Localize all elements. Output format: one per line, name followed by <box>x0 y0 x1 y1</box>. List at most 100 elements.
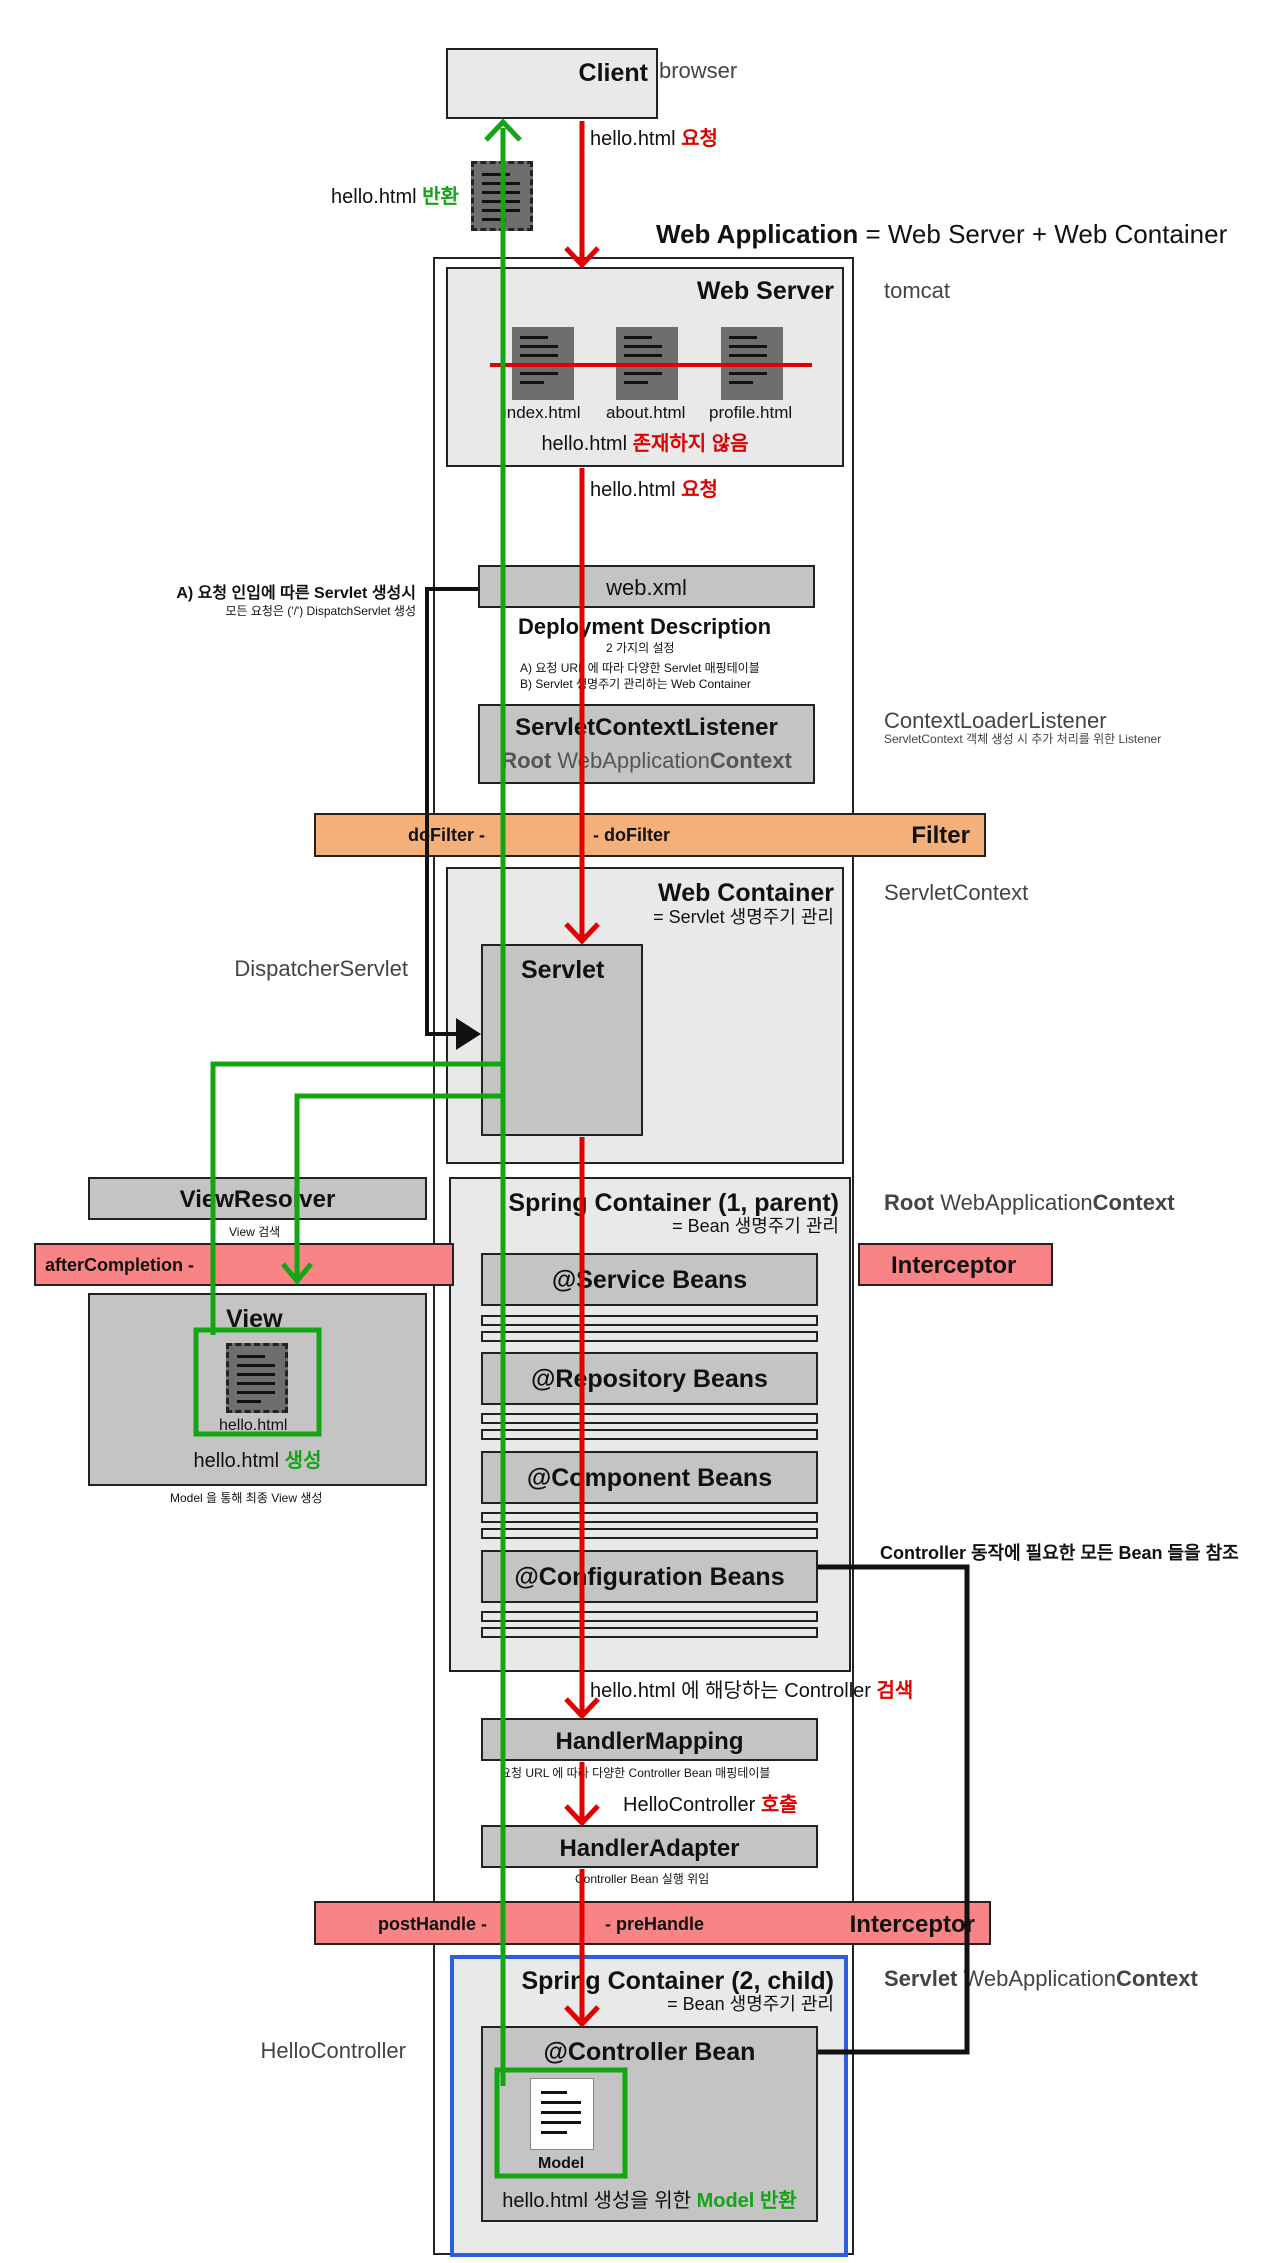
bean-plate <box>481 1627 818 1638</box>
handler-adapter-sub: Controller Bean 실행 위임 <box>575 1872 710 1886</box>
configuration-beans-label: @Configuration Beans <box>514 1563 785 1591</box>
bean-plate <box>481 1528 818 1539</box>
view-file-label: hello.html <box>219 1417 288 1434</box>
view-html-frame <box>193 1327 322 1437</box>
spring-parent-aside-root: Root <box>884 1190 935 1215</box>
model-paper <box>530 2078 594 2150</box>
controller-bean-title: @Controller Bean <box>543 2038 756 2066</box>
web-server-aside: tomcat <box>884 278 951 303</box>
repository-beans-bar: @Repository Beans <box>481 1352 818 1405</box>
return-label-em: 반환 <box>422 186 459 208</box>
handler-mapping-bar: HandlerMapping <box>481 1718 818 1761</box>
bean-plate <box>481 1331 818 1342</box>
return-label: hello.html 반환 <box>331 186 459 209</box>
spring-child-aside-servlet: Servlet <box>884 1966 958 1991</box>
file-label-about: about.html <box>606 403 686 422</box>
search-label-em: 검색 <box>876 1680 914 1702</box>
spring-parent-aside-ctx: Context <box>1092 1190 1175 1215</box>
spring-child-aside-wac: WebApplication <box>957 1966 1116 1991</box>
web-container-sub: = Servlet 생명주기 관리 <box>653 907 834 927</box>
request-label-2-em: 요청 <box>681 479 718 501</box>
configuration-beans-bar: @Configuration Beans <box>481 1550 818 1603</box>
request-label-2-prefix: hello.html <box>590 479 682 501</box>
response-to-view <box>210 1061 503 1335</box>
spring-child-aside: Servlet WebApplicationContext <box>884 1966 1198 1991</box>
response-to-resolver <box>294 1093 503 1279</box>
client-box: Client <box>446 48 658 119</box>
request-label-1-prefix: hello.html <box>590 128 682 150</box>
spring-child-title: Spring Container (2, child) <box>521 1967 834 1995</box>
model-label: Model <box>538 2155 585 2172</box>
call-label: HelloController 호출 <box>623 1794 798 1817</box>
spring-child-sub: = Bean 생명주기 관리 <box>667 1994 834 2014</box>
deployment-description-sub: 2 가지의 설정 <box>606 641 675 655</box>
controller-bean-note: hello.html 생성을 위한 Model 반환 <box>483 2190 816 2213</box>
request-label-2: hello.html 요청 <box>590 479 718 502</box>
component-beans-bar: @Component Beans <box>481 1451 818 1504</box>
servlet-create-arrowhead <box>456 1018 481 1050</box>
interceptor-top-title: Interceptor <box>891 1252 1017 1279</box>
file-label-index: index.html <box>503 403 581 422</box>
deployment-description-item-b: B) Servlet 생명주기 관리하는 Web Container <box>520 677 751 691</box>
filter-title: Filter <box>911 822 970 849</box>
spring-parent-aside-wac: WebApplication <box>934 1190 1093 1215</box>
controller-ref-label: Controller 동작에 필요한 모든 Bean 들을 참조 <box>880 1543 1239 1563</box>
spring-parent-title: Spring Container (1, parent) <box>508 1189 839 1217</box>
spring-child-aside-ctx: Context <box>1115 1966 1198 1991</box>
call-label-em: 호출 <box>760 1794 798 1816</box>
deployment-description-title: Deployment Description <box>518 614 772 639</box>
search-label: hello.html 에 해당하는 Controller 검색 <box>590 1680 913 1703</box>
servlet-title: Servlet <box>521 956 605 984</box>
interceptor-top-right: Interceptor <box>858 1243 1053 1286</box>
view-html-icon <box>226 1343 288 1413</box>
dispatcher-servlet-label: DispatcherServlet <box>234 956 408 981</box>
handler-mapping-sub: 요청 URL 에 따라 다양한 Controller Bean 매핑테이블 <box>500 1766 771 1780</box>
bean-plate <box>481 1429 818 1440</box>
handler-mapping-title: HandlerMapping <box>555 1728 744 1755</box>
root-context-root: Root <box>501 748 552 773</box>
request-arrow-3 <box>564 1697 600 1720</box>
bean-plate <box>481 1315 818 1326</box>
file-label-profile: profile.html <box>709 403 793 422</box>
response-arrow-client <box>484 118 522 142</box>
servlet-create-sub: 모든 요청은 ('/') DispatchServlet 생성 <box>225 604 416 618</box>
controller-ref-connector <box>818 1564 970 2055</box>
web-application-title: Web Application <box>656 219 859 249</box>
bean-plate <box>481 1512 818 1523</box>
servlet-context-listener-box: ServletContextListener Root WebApplicati… <box>478 704 815 784</box>
hello-controller-label: HelloController <box>260 2038 406 2063</box>
view-sub: Model 을 통해 최종 View 생성 <box>170 1491 323 1505</box>
view-resolver-sub: View 검색 <box>229 1225 281 1239</box>
interceptor-top-left-label: afterCompletion - <box>45 1255 195 1275</box>
request-label-1: hello.html 요청 <box>590 128 718 151</box>
request-arrow-1 <box>564 246 600 269</box>
call-label-prefix: HelloController <box>623 1794 761 1816</box>
web-xml-bar: web.xml <box>478 565 815 608</box>
interceptor-bottom-right-label: - preHandle <box>605 1914 705 1934</box>
view-note: hello.html 생성 <box>90 1450 425 1473</box>
web-server-note-em: 존재하지 않음 <box>632 433 749 455</box>
view-note-em: 생성 <box>284 1450 322 1472</box>
web-server-note-prefix: hello.html <box>541 433 633 455</box>
client-aside: browser <box>659 58 738 83</box>
component-beans-label: @Component Beans <box>526 1464 773 1492</box>
bean-plate <box>481 1413 818 1424</box>
request-label-1-em: 요청 <box>681 128 718 150</box>
servlet-box: Servlet <box>481 944 643 1136</box>
handler-adapter-title: HandlerAdapter <box>559 1835 740 1862</box>
handler-adapter-bar: HandlerAdapter <box>481 1825 818 1868</box>
repository-beans-label: @Repository Beans <box>531 1365 768 1393</box>
servlet-create-connector <box>425 587 478 1036</box>
web-server-note: hello.html 존재하지 않음 <box>448 433 842 456</box>
interceptor-bottom-bar: postHandle - - preHandle Interceptor <box>314 1901 991 1945</box>
web-container-aside: ServletContext <box>884 880 1029 905</box>
model-frame <box>494 2067 628 2179</box>
context-loader-listener-label: ContextLoaderListener <box>884 708 1107 733</box>
client-title: Client <box>578 59 648 87</box>
context-loader-listener-sub: ServletContext 객체 생성 시 추가 처리를 위한 Listene… <box>884 732 1162 746</box>
search-label-prefix: hello.html 에 해당하는 Controller <box>590 1680 877 1702</box>
filter-right-label: - doFilter <box>593 825 670 845</box>
interceptor-top-left: afterCompletion - <box>34 1243 454 1286</box>
